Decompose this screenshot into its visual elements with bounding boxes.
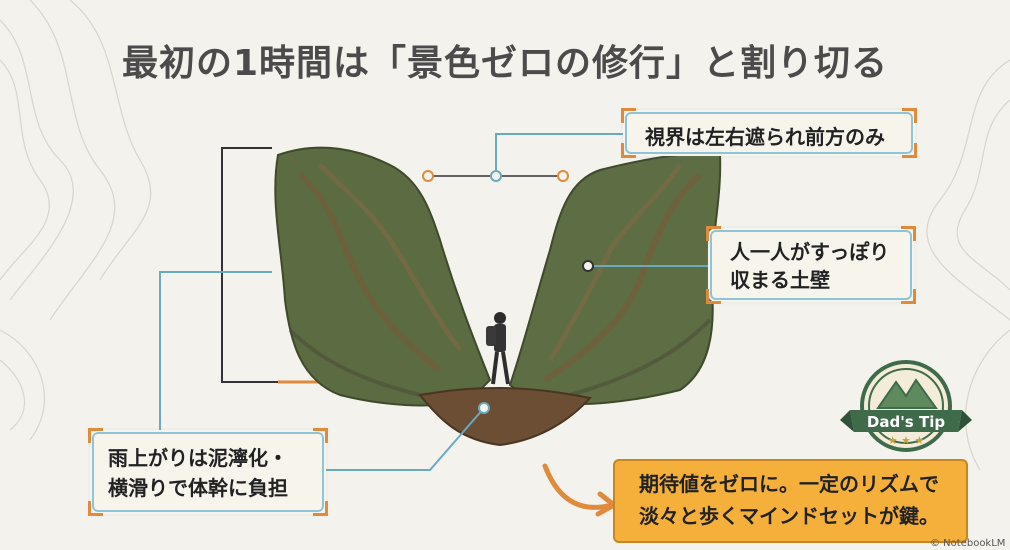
- dads-tip-badge: Dad's Tip ★ ★ ★: [840, 360, 972, 452]
- tip-arrow: [542, 463, 615, 510]
- muddy-trail: [418, 386, 592, 447]
- callout-mud-line1: 雨上がりは泥濘化・: [108, 446, 288, 470]
- callout-view-text: 視界は左右遮られ前方のみ: [645, 125, 885, 149]
- svg-text:★ ★ ★: ★ ★ ★: [888, 434, 925, 447]
- callout-mud: 雨上がりは泥濘化・ 横滑りで体幹に負担: [88, 428, 328, 516]
- callout-wall-line2: 収まる土壁: [730, 268, 830, 292]
- tip-line1: 期待値をゼロに。一定のリズムで: [639, 472, 939, 496]
- tip-line2: 淡々と歩くマインドセットが鍵。: [639, 504, 939, 528]
- callout-mud-line2: 横滑りで体幹に負担: [108, 476, 288, 500]
- credit-text: © NotebookLM: [930, 538, 1006, 549]
- callout-wall-line1: 人一人がすっぽり: [730, 240, 890, 264]
- callout-wall: 人一人がすっぽり 収まる土壁: [706, 226, 916, 304]
- tip-box: 期待値をゼロに。一定のリズムで 淡々と歩くマインドセットが鍵。: [613, 459, 968, 543]
- callout-view: 視界は左右遮られ前方のみ: [621, 108, 917, 158]
- right-canyon-wall: [508, 152, 722, 406]
- page-title: 最初の1時間は「景色ゼロの修行」と割り切る: [121, 43, 889, 84]
- badge-label: Dad's Tip: [867, 413, 945, 431]
- hiker-figure: [486, 312, 510, 385]
